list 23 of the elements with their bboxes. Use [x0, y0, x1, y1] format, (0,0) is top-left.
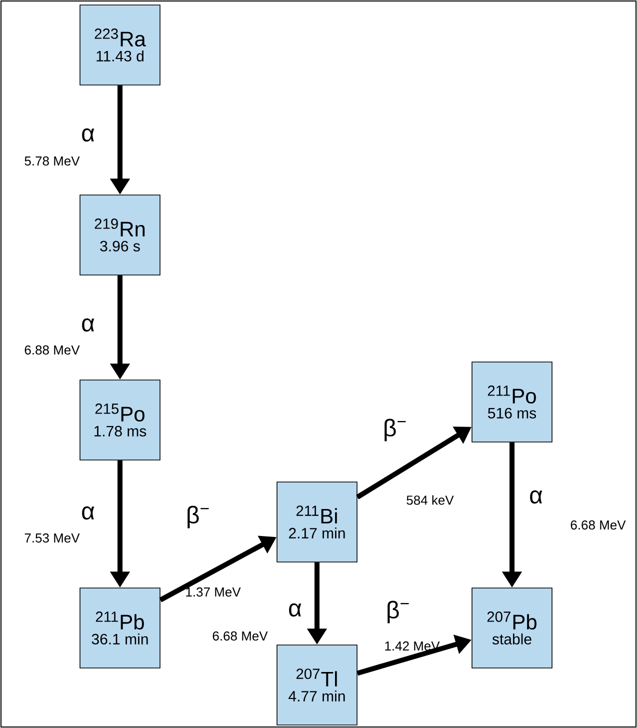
energy-label: 584 keV: [406, 495, 454, 505]
nuclide-box: $^{215}$Po 1.78 ms: [80, 380, 160, 460]
nuclide-box: $^{207}$Tl 4.77 min: [276, 644, 358, 726]
nuclide-box: $^{211}$Pb 36.1 min: [80, 588, 160, 668]
decay-symbol: β$^{−}$: [384, 418, 406, 442]
energy-label: 6.68 MeV: [570, 520, 626, 530]
energy-label: 1.37 MeV: [186, 587, 241, 597]
decay-symbol: β$^{−}$: [188, 506, 209, 528]
nuclide-box: $^{219}$Rn 3.96 s: [80, 194, 160, 276]
nuclide-box: $^{223}$Ra 11.43 d: [80, 4, 160, 86]
nuclide-box: $^{211}$Po 516 ms: [472, 362, 552, 442]
energy-label: 5.78 MeV: [24, 156, 80, 166]
decay-symbol: α: [82, 128, 94, 142]
energy-label: 6.88 MeV: [24, 345, 80, 355]
energy-label: 6.68 MeV: [212, 631, 268, 641]
decay-symbol: α: [82, 506, 94, 520]
nuclide-box: $^{207}$Pb stable: [472, 588, 552, 668]
energy-label: 7.53 MeV: [24, 533, 80, 543]
decay-symbol: α: [289, 603, 302, 617]
decay-symbol: α: [82, 318, 94, 332]
decay-symbol: β$^{−}$: [388, 600, 409, 624]
decay-symbol: α: [530, 490, 542, 504]
nuclide-box: $^{211}$Bi 2.17 min: [276, 482, 358, 562]
